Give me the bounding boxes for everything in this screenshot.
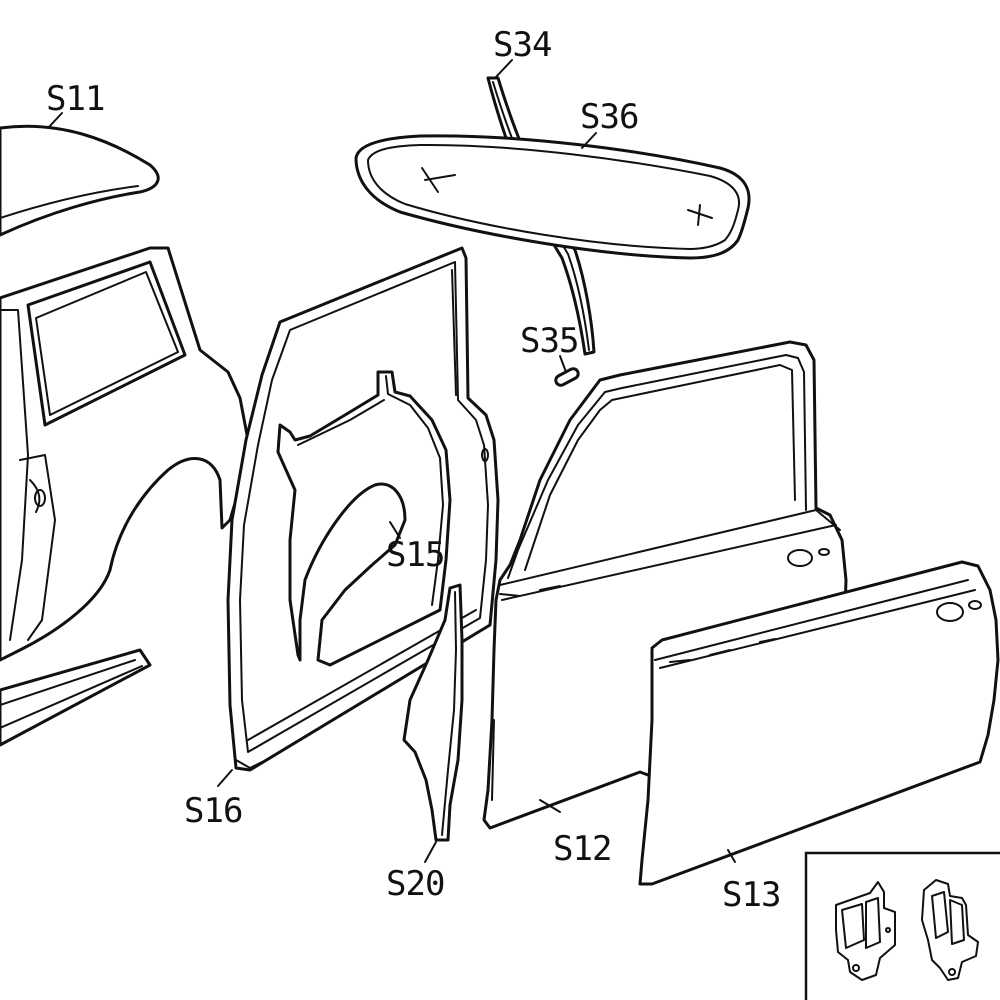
body-shell	[0, 246, 250, 747]
callout-labels: S11 S34 S36 S35 S15 S16 S20 S12 S13	[46, 25, 781, 915]
part-s35-pad[interactable]	[554, 367, 580, 387]
leader-s35	[559, 355, 567, 373]
label-s35[interactable]: S35	[520, 321, 579, 361]
leader-s13	[727, 849, 736, 863]
part-s20-pillar[interactable]	[402, 583, 464, 842]
label-s15[interactable]: S15	[386, 535, 445, 575]
leader-s36	[581, 132, 597, 149]
hinge-right-icon	[921, 879, 979, 981]
leader-s15	[389, 521, 401, 539]
label-s34[interactable]: S34	[493, 25, 552, 65]
leader-s20	[424, 841, 437, 863]
leader-lines	[47, 59, 736, 863]
label-s20[interactable]: S20	[386, 864, 445, 904]
hinge-left-icon	[835, 881, 896, 981]
leader-s11	[47, 112, 63, 129]
detail-inset-hinges	[804, 851, 1000, 1000]
leader-s16	[217, 769, 233, 787]
leader-s34	[494, 59, 513, 79]
label-s36[interactable]: S36	[580, 97, 639, 137]
part-s15-quarter-panel[interactable]	[276, 370, 452, 667]
leader-s12	[539, 799, 561, 813]
part-s36-glass[interactable]	[354, 134, 751, 260]
label-s16[interactable]: S16	[184, 791, 243, 831]
label-s12[interactable]: S12	[553, 829, 612, 869]
part-s13-door-skin[interactable]	[638, 560, 1000, 886]
label-s11[interactable]: S11	[46, 79, 105, 119]
part-s11-roof[interactable]	[0, 124, 160, 237]
part-s12-door[interactable]	[482, 340, 848, 830]
label-s13[interactable]: S13	[722, 875, 781, 915]
